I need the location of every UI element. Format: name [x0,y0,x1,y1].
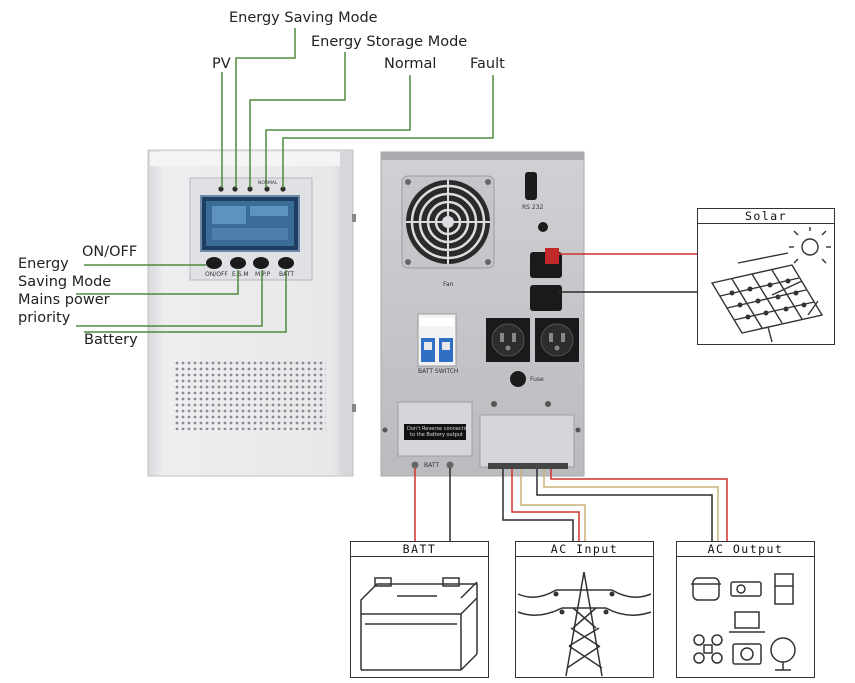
mpp-mark: M.P.P [255,271,271,278]
pv-label: PV [212,56,231,72]
ac-output-box: AC Output [676,541,815,678]
mains-priority-label-line2: priority [18,310,71,326]
warning-line2: to the Battery output [410,432,463,438]
energy-saving-mode-label: Energy Saving Mode [229,10,378,26]
normal-mark: NORMAL [258,181,278,186]
battery-switch-breaker [417,313,457,367]
batt-box: BATT [350,541,489,678]
pv-negative-terminal [530,285,562,311]
on-off-label: ON/OFF [82,244,138,260]
warning-line1: Don't Reverse connection [407,426,472,432]
fan-mark: Fan [443,281,454,288]
energy-storage-mode-label: Energy Storage Mode [311,34,468,50]
ac-input-box: AC Input [515,541,654,678]
fault-label: Fault [470,56,505,72]
on-off-button [206,257,222,269]
on-off-mark: ON/OFF [205,271,228,278]
energy-storage-led [247,186,253,192]
ac-output-socket-2 [535,318,579,362]
solar-panel-icon [710,227,831,343]
mains-priority-label-line1: Mains power [18,292,110,308]
power-tower-icon [517,571,652,677]
indicator-leader-lines [76,28,494,333]
fuse-holder [510,371,526,387]
ac-input-box-title: AC Input [516,542,653,557]
battery-icon [360,577,478,671]
mpp-button [253,257,269,269]
rs232-port [525,172,537,200]
esm-mark: E.S.M [232,271,249,278]
front-vent-grille [174,360,326,430]
rs232-mark: RS 232 [522,204,544,211]
esm-button [230,257,246,269]
batt-button [278,257,294,269]
normal-label: Normal [384,56,437,72]
cooling-fan [401,175,495,269]
batt-mark: BATT [279,271,294,278]
appliances-icon [691,573,796,671]
ac-output-box-title: AC Output [677,542,814,557]
ac-output-socket-1 [486,318,530,362]
energy-saving-button-label-line1: Energy [18,256,69,272]
solar-box-title: Solar [698,209,834,224]
batt-box-title: BATT [351,542,488,557]
solar-box: Solar [697,208,835,345]
batt-switch-mark: BATT SWITCH [418,368,459,375]
fuse-mark: Fuse [530,376,544,383]
energy-saving-button-label-line2: Saving Mode [18,274,112,290]
battery-button-label: Battery [84,332,138,348]
ac-terminal-cover [479,414,575,468]
fault-led [280,186,286,192]
batt-terminal-mark: BATT [424,462,439,469]
